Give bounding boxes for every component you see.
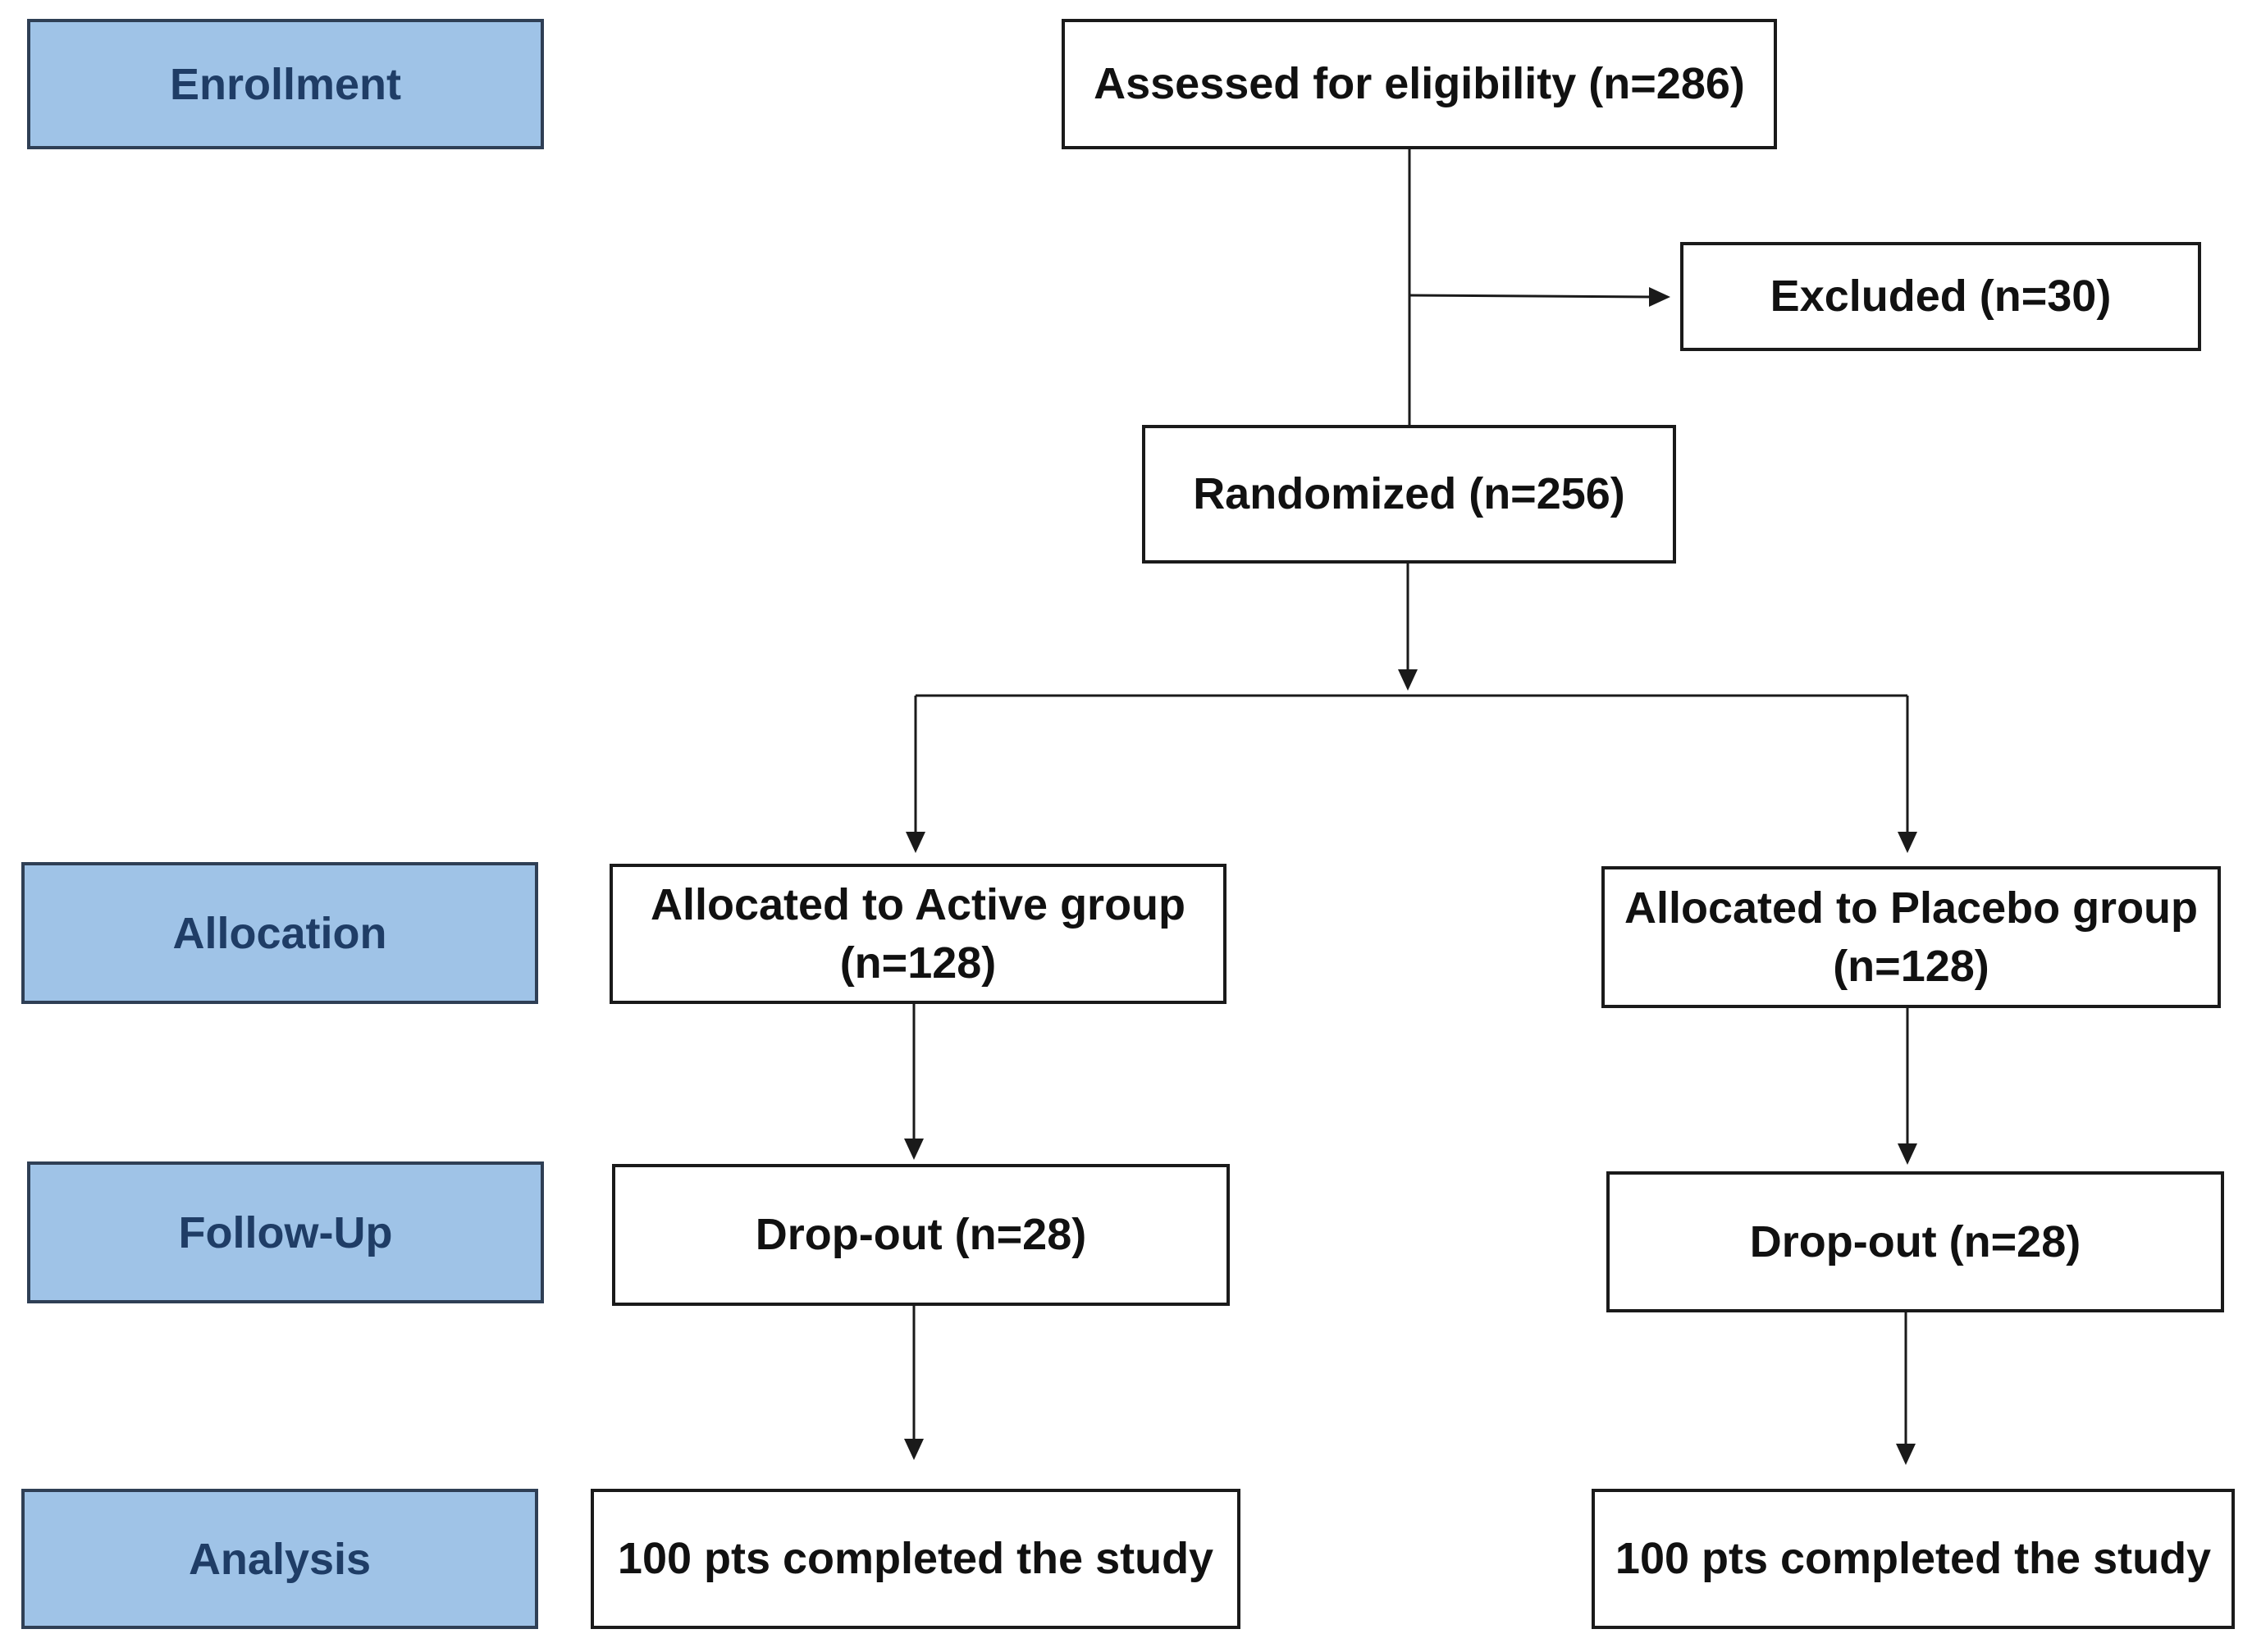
stage-follow-up: Follow-Up — [27, 1161, 544, 1303]
placebo-allocated-line2: (n=128) — [1833, 941, 1989, 991]
active-dropout-text: Drop-out (n=28) — [755, 1210, 1087, 1260]
randomized-text: Randomized (n=256) — [1193, 469, 1625, 519]
active-dropout-box: Drop-out (n=28) — [612, 1164, 1230, 1306]
placebo-dropout-text: Drop-out (n=28) — [1749, 1216, 2081, 1266]
arrowhead-randomized-split — [1398, 669, 1418, 691]
arrowhead-excluded — [1649, 287, 1670, 307]
placebo-completed-text: 100 pts completed the study — [1615, 1534, 2212, 1584]
active-allocated-line2: (n=128) — [839, 938, 997, 988]
assessed-text: Assessed for eligibility (n=286) — [1094, 59, 1745, 109]
randomized-box: Randomized (n=256) — [1142, 425, 1676, 564]
arrowhead-active-allocated — [906, 832, 925, 853]
assessed-box: Assessed for eligibility (n=286) — [1062, 19, 1777, 149]
excluded-text: Excluded (n=30) — [1770, 272, 2112, 322]
excluded-box: Excluded (n=30) — [1680, 242, 2201, 351]
active-completed-text: 100 pts completed the study — [617, 1534, 1214, 1584]
active-completed-box: 100 pts completed the study — [591, 1489, 1240, 1629]
active-allocated-line1: Allocated to Active group — [650, 880, 1186, 930]
stage-allocation: Allocation — [21, 862, 538, 1004]
stage-analysis: Analysis — [21, 1489, 538, 1629]
arrowhead-placebo-allocated — [1898, 832, 1917, 853]
stage-enrollment: Enrollment — [27, 19, 544, 149]
arrowhead-placebo-dropout — [1898, 1143, 1917, 1165]
placebo-completed-box: 100 pts completed the study — [1592, 1489, 2235, 1629]
connector-to-excluded — [1409, 294, 1653, 299]
arrowhead-placebo-completed — [1896, 1444, 1916, 1465]
active-allocated-box: Allocated to Active group (n=128) — [610, 864, 1226, 1004]
arrowhead-active-dropout — [904, 1139, 924, 1160]
placebo-dropout-box: Drop-out (n=28) — [1606, 1171, 2224, 1312]
arrowhead-active-completed — [904, 1439, 924, 1460]
placebo-allocated-line1: Allocated to Placebo group — [1624, 883, 2199, 933]
placebo-allocated-box: Allocated to Placebo group (n=128) — [1601, 866, 2221, 1008]
